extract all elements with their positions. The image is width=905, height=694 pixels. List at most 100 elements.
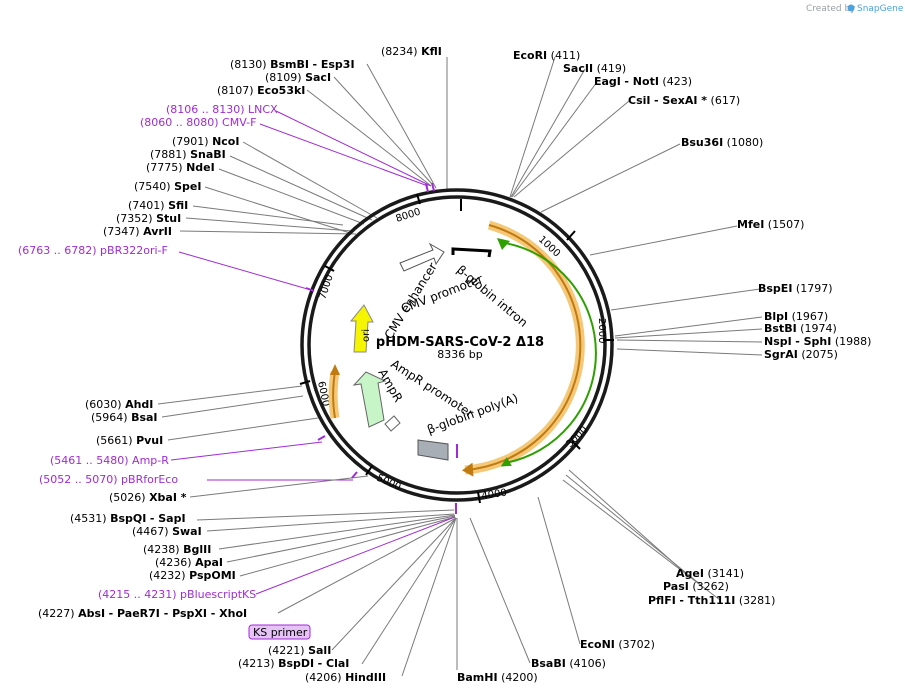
leader-ampr <box>170 441 323 461</box>
site-snabi[interactable]: (7881) SnaBI <box>150 148 226 161</box>
site-ecori[interactable]: EcoRI (411) <box>513 49 580 62</box>
spike-arc-start <box>497 238 510 250</box>
ori-label: ori <box>361 329 372 342</box>
site-agei[interactable]: AgeI (3141) <box>676 567 744 580</box>
site-kfli[interactable]: (8234) KflI <box>381 45 442 58</box>
site-sacii[interactable]: SacII (419) <box>563 62 626 75</box>
primer-ampr[interactable]: (5461 .. 5480) Amp-R <box>50 454 169 467</box>
site-pvui[interactable]: (5661) PvuI <box>96 434 163 447</box>
site-labels-left: (6030) AhdI (5964) BsaI (5661) PvuI (546… <box>38 398 256 620</box>
tick-7000 <box>324 265 335 272</box>
ampr-arc-arrowhead <box>330 364 340 375</box>
site-bsmbi[interactable]: (8130) BsmBI - Esp3I <box>230 58 355 71</box>
tick-1000 <box>566 230 576 241</box>
site-ahdi[interactable]: (6030) AhdI <box>85 398 153 411</box>
primer-pbluescriptks[interactable]: (4215 .. 4231) pBluescriptKS <box>98 588 256 601</box>
site-econi[interactable]: EcoNI (3702) <box>580 638 655 651</box>
leader-saci <box>333 76 433 185</box>
site-bsu36i[interactable]: Bsu36I (1080) <box>681 136 763 149</box>
leader-pvui <box>167 417 319 441</box>
leader-clai <box>361 517 457 665</box>
cmv-enhancer-arrow <box>399 242 445 272</box>
ks-primer-label: KS primer <box>253 626 308 639</box>
ks-primer-box[interactable] <box>248 624 311 640</box>
site-sfii[interactable]: (7401) SfiI <box>128 199 188 212</box>
ori-arrow <box>349 304 374 353</box>
primer-cmvf[interactable]: (8060 .. 8080) CMV-F <box>140 116 256 129</box>
leader-avrii <box>179 230 357 235</box>
backbone <box>300 188 614 502</box>
site-avrii[interactable]: (7347) AvrII <box>103 225 172 238</box>
primer-mark-ampr <box>317 435 326 441</box>
site-xbai[interactable]: (5026) XbaI * <box>109 491 187 504</box>
ks-primer-tag[interactable]: KS primer <box>248 624 311 640</box>
leader-swai <box>206 513 455 532</box>
leader-sali <box>331 517 457 651</box>
site-nspi[interactable]: NspI - SphI (1988) <box>764 335 871 348</box>
primer-mark-cmvf <box>431 182 435 192</box>
snapgene-branding: Created by SnapGene <box>806 4 904 14</box>
site-bglii[interactable]: (4238) BglII <box>143 543 211 556</box>
leader-bsu36i <box>540 143 681 213</box>
primer-marks <box>305 182 457 514</box>
site-bspei[interactable]: BspEI (1797) <box>758 282 833 295</box>
site-bsabi[interactable]: BsaBI (4106) <box>531 657 606 670</box>
site-ndei[interactable]: (7775) NdeI <box>146 161 215 174</box>
backbone-ticks <box>299 193 614 504</box>
site-pflfi[interactable]: PflFI - Tth111I (3281) <box>648 594 775 607</box>
tick-3000 <box>571 440 581 450</box>
leader-apai <box>226 515 456 563</box>
leader-lines <box>157 56 763 677</box>
leader-sfii <box>192 205 344 226</box>
site-absi[interactable]: (4227) AbsI - PaeR7I - PspXI - XhoI <box>38 607 247 620</box>
orange-arcs <box>328 220 585 477</box>
leader-bglii <box>218 514 456 550</box>
site-bsai[interactable]: (5964) BsaI <box>91 411 158 424</box>
primer-pbr322ori[interactable]: (6763 .. 6782) pBR322ori-F <box>18 244 168 257</box>
site-bstbi[interactable]: BstBI (1974) <box>764 322 837 335</box>
site-bamhi[interactable]: BamHI (4200) <box>457 671 538 684</box>
leader-bsai <box>161 395 304 418</box>
leader-pbr322ori <box>178 251 312 291</box>
site-blpi[interactable]: BlpI (1967) <box>764 310 828 323</box>
site-eco53ki[interactable]: (8107) Eco53kI <box>217 84 305 97</box>
site-pspomi[interactable]: (4232) PspOMI <box>149 569 236 582</box>
leader-stui <box>185 217 353 232</box>
site-eagi[interactable]: EagI - NotI (423) <box>594 75 692 88</box>
spike-arc <box>504 242 597 464</box>
leader-agei <box>568 469 685 573</box>
site-bspqi[interactable]: (4531) BspQI - SapI <box>70 512 186 525</box>
snapgene-logo-icon <box>847 4 855 12</box>
site-spei[interactable]: (7540) SpeI <box>134 180 201 193</box>
site-sgrai[interactable]: SgrAI (2075) <box>764 348 838 361</box>
site-bspdi[interactable]: (4213) BspDI - ClaI <box>238 657 349 670</box>
primer-mark-lncx <box>425 183 429 193</box>
polya-box <box>417 439 449 461</box>
leader-hindiii <box>401 517 457 677</box>
site-stui[interactable]: (7352) StuI <box>116 212 181 225</box>
site-saci[interactable]: (8109) SacI <box>265 71 331 84</box>
site-hindiii[interactable]: (4206) HindIII <box>305 671 386 684</box>
site-mfei[interactable]: MfeI (1507) <box>737 218 804 231</box>
leader-bstbi <box>614 328 763 339</box>
primer-lncx[interactable]: (8106 .. 8130) LNCX <box>166 103 278 116</box>
site-apai[interactable]: (4236) ApaI <box>155 556 223 569</box>
tick-6000 <box>299 380 311 385</box>
site-labels-top: (8234) KflI (8130) BsmBI - Esp3I (8109) … <box>18 45 442 257</box>
site-sali[interactable]: (4221) SalI <box>268 644 331 657</box>
inner-features <box>349 242 492 461</box>
tick-5000 <box>365 465 373 476</box>
leader-xhoi <box>277 517 457 614</box>
leader-ecori <box>509 56 556 198</box>
backbone-outer <box>300 188 614 502</box>
site-csii[interactable]: CsiI - SexAI * (617) <box>628 94 740 107</box>
site-ncoi[interactable]: (7901) NcoI <box>172 135 239 148</box>
primer-pbrforeco[interactable]: (5052 .. 5070) pBRforEco <box>39 473 178 486</box>
site-swai[interactable]: (4467) SwaI <box>132 525 202 538</box>
leader-ncoi <box>242 141 378 219</box>
leader-bspei <box>610 288 761 311</box>
tick-label-6000: 6000 <box>315 380 331 407</box>
ampr-promoter-box <box>384 415 401 432</box>
site-pasi[interactable]: PasI (3262) <box>663 580 729 593</box>
